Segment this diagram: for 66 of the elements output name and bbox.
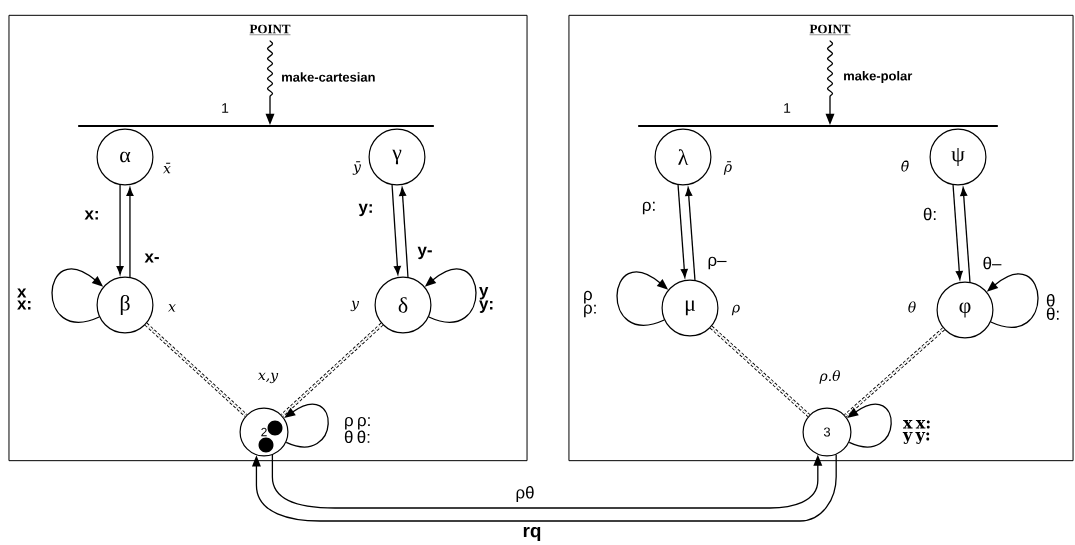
edge-label: ρ ρ:: [584, 290, 596, 318]
frame-box: [8, 14, 528, 462]
loop-arrow: [284, 403, 329, 448]
variable-label: ȳ: [352, 161, 362, 175]
circle-node: μ: [661, 279, 719, 337]
arrow: [391, 184, 401, 275]
title-text: POINT: [809, 24, 851, 35]
wavy-arrow: [825, 39, 835, 125]
loop-arrow: [986, 273, 1039, 328]
circle-node: 3: [802, 407, 852, 457]
loop-arrow: [51, 268, 104, 323]
edge-label: θ:: [923, 207, 936, 221]
dashed-link: [844, 327, 945, 418]
dashed-link: [709, 325, 811, 417]
circle-node: φ: [936, 281, 994, 339]
circle-node: λ: [654, 128, 712, 186]
variable-label: ρ: [731, 304, 740, 316]
variable-label: ρ.θ: [819, 370, 840, 384]
edge-label: θ–: [983, 256, 1002, 270]
circle-node: β: [96, 276, 154, 334]
dashed-link: [280, 322, 384, 417]
variable-label: x̄: [163, 162, 171, 174]
edge-label: ρθ: [516, 486, 534, 502]
variable-label: ρ̄: [723, 161, 732, 175]
arrow: [960, 187, 971, 283]
circle-node: δ: [374, 276, 432, 334]
edge-label: ρ:: [642, 201, 655, 215]
edge-label: x:: [84, 210, 98, 220]
arrow: [677, 184, 688, 278]
edge-label: y-: [417, 246, 432, 260]
number-label: 1: [222, 103, 229, 113]
loop-arrow: [616, 271, 669, 326]
frame-box: [568, 14, 1074, 462]
variable-label: θ̄: [901, 160, 909, 172]
circle-node: ψ: [929, 128, 987, 186]
variable-label: x,y: [257, 372, 279, 384]
dashed-link: [144, 322, 248, 417]
number-label: 1: [784, 103, 791, 113]
edge-label: ρ–: [708, 256, 727, 270]
arrow: [251, 454, 837, 522]
circle-node: α: [96, 128, 154, 186]
edge-label: make-cartesian: [282, 72, 375, 82]
arrow: [399, 187, 409, 278]
arrow: [271, 454, 823, 509]
variable-label: y: [350, 300, 360, 312]
wavy-arrow: [265, 39, 275, 125]
loop-arrow: [847, 403, 892, 448]
circle-node: 2: [239, 407, 289, 457]
edge-label: θ θ:: [1046, 294, 1059, 320]
edge-label: y:: [358, 203, 372, 217]
title-text: POINT: [249, 24, 291, 35]
edge-label: x x:: [17, 288, 31, 310]
arrow: [685, 187, 696, 281]
edge-label: x x: y y:: [902, 420, 930, 444]
arrow: [116, 184, 124, 275]
edge-label: rq: [523, 526, 541, 542]
edge-label: x-: [144, 253, 159, 263]
variable-label: x: [168, 304, 176, 312]
circle-node: γ: [368, 128, 426, 186]
arrow: [952, 184, 963, 280]
loop-arrow: [424, 268, 477, 323]
arrow: [126, 187, 134, 278]
edge-label: ρ ρ: θ θ:: [344, 416, 370, 444]
edge-label: make-polar: [844, 70, 913, 84]
edge-label: y y:: [479, 287, 493, 313]
variable-label: θ: [908, 301, 916, 313]
